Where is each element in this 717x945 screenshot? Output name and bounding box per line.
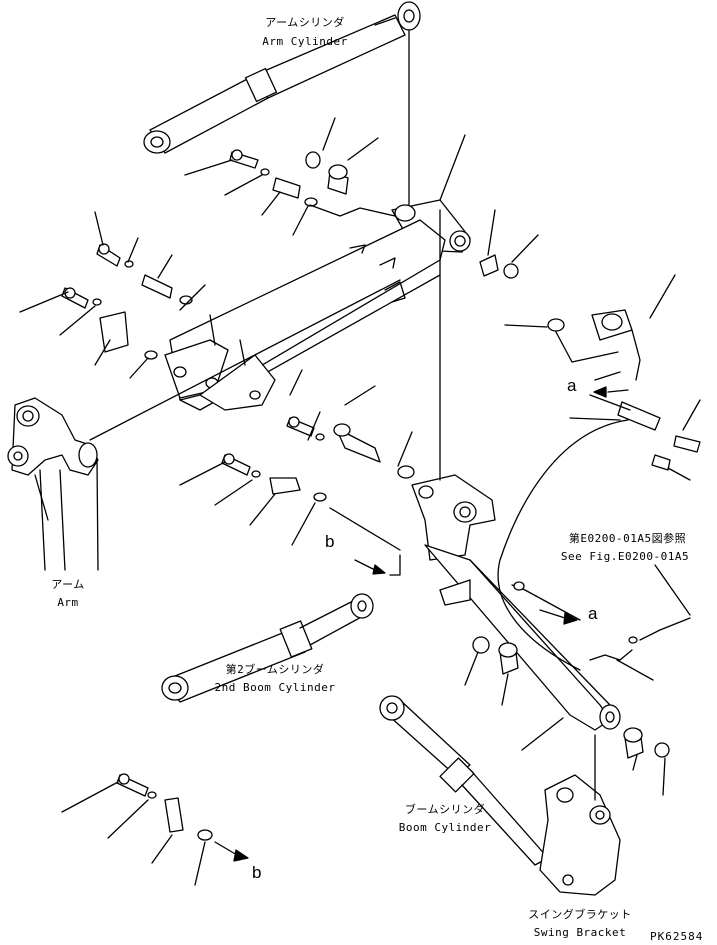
see-fig-label-en: See Fig.E0200-01A5 bbox=[560, 550, 690, 563]
marker-b-left: b bbox=[325, 532, 335, 551]
direction-arrows bbox=[214, 386, 629, 862]
swing-bracket-label-en: Swing Bracket bbox=[533, 926, 627, 939]
drawing-code: PK62584 bbox=[650, 930, 704, 943]
second-boom-cylinder-label-jp: 第2ブームシリンダ bbox=[225, 663, 325, 676]
arm-boom-pin-groups bbox=[19, 211, 206, 379]
middle-pin-groups bbox=[179, 369, 415, 546]
boom-part bbox=[411, 209, 621, 751]
marker-a-lower: a bbox=[588, 604, 598, 623]
arm-cylinder-pin-group bbox=[184, 117, 396, 236]
marker-b-lower: b bbox=[252, 863, 262, 882]
boom-cylinder-label-jp: ブームシリンダ bbox=[404, 803, 486, 816]
boom-cylinder-part bbox=[379, 695, 549, 866]
swing-bracket-part bbox=[539, 734, 621, 896]
arm-cylinder-label-jp: アームシリンダ bbox=[265, 16, 345, 29]
bottom-pin-group bbox=[61, 773, 213, 886]
second-boom-cylinder-part bbox=[161, 593, 374, 703]
arm-cylinder-part bbox=[143, 1, 421, 211]
arm-cylinder-label-en: Arm Cylinder bbox=[262, 35, 348, 48]
arm-label-jp: アーム bbox=[51, 578, 85, 591]
second-boom-cylinder-label-en: 2nd Boom Cylinder bbox=[214, 681, 336, 694]
harness-assembly bbox=[497, 274, 701, 681]
marker-a-upper: a bbox=[567, 376, 577, 395]
boom-cylinder-label-en: Boom Cylinder bbox=[398, 821, 492, 834]
arm-label-en: Arm bbox=[57, 596, 79, 609]
arm-boom-member bbox=[164, 219, 446, 411]
arm-part bbox=[7, 279, 401, 571]
boom-bushings bbox=[464, 636, 670, 796]
see-fig-label-jp: 第E0200-01A5図参照 bbox=[568, 532, 687, 545]
swing-bracket-label-jp: スイングブラケット bbox=[528, 908, 632, 921]
